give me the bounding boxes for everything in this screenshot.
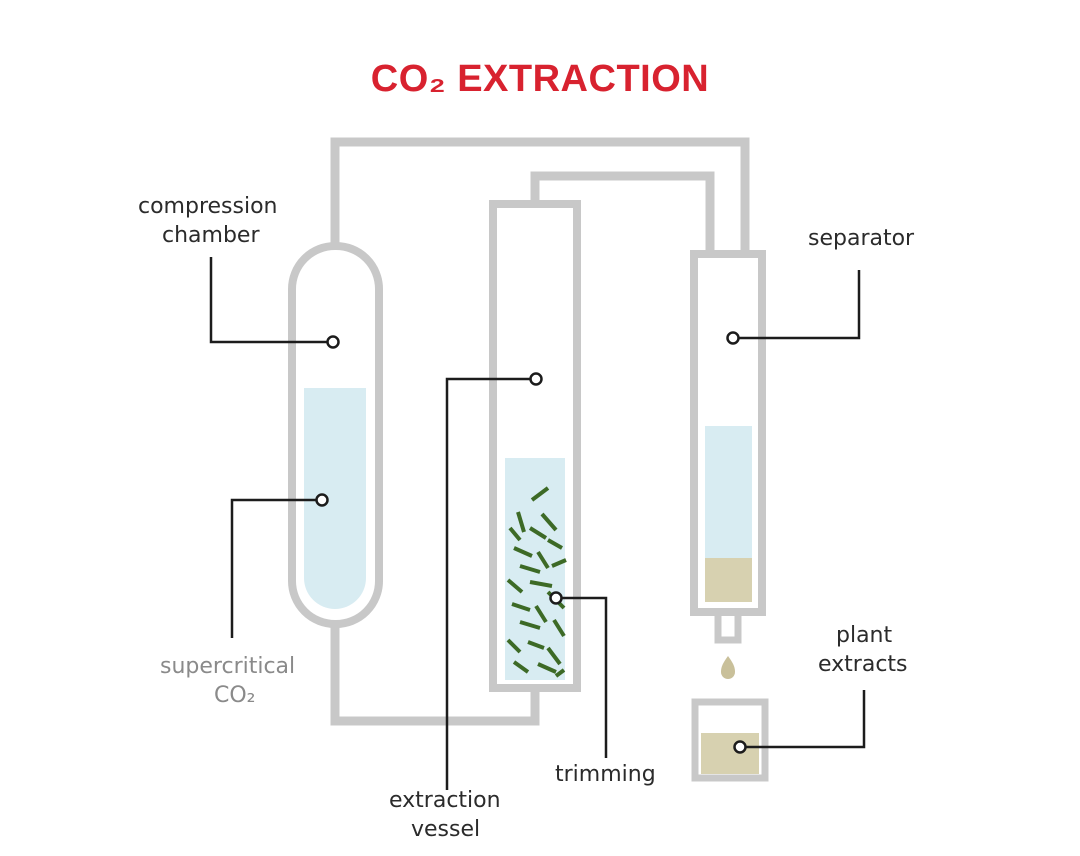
trimming-piece	[552, 618, 566, 638]
trimming-piece	[554, 668, 566, 678]
compression-chamber-label: compression chamber	[138, 194, 278, 248]
separator-label: separator	[808, 226, 915, 251]
trimming-piece	[508, 526, 522, 542]
trimming-piece	[540, 512, 558, 532]
extract-droplet	[721, 656, 735, 679]
plant-extracts-liquid	[701, 733, 759, 774]
top-return-pipe	[330, 137, 750, 252]
trimming-piece	[529, 580, 553, 588]
separator-leader	[733, 270, 861, 340]
extraction-vessel-leader	[445, 377, 536, 790]
separator-extract-layer	[705, 558, 752, 602]
trimming-piece	[534, 604, 548, 624]
supercritical-co2-marker	[315, 493, 329, 507]
trimming-piece	[506, 578, 524, 594]
diagram-title: CO₂ EXTRACTION	[370, 58, 710, 100]
trimming-piece	[547, 538, 563, 550]
trimming-piece	[506, 638, 522, 654]
bottom-pipe	[330, 624, 540, 726]
trimming-piece	[551, 558, 567, 568]
compression-chamber-marker	[326, 335, 340, 349]
trimming-piece	[537, 662, 557, 674]
supercritical-co2-leader	[230, 498, 322, 638]
trimming-piece	[530, 486, 550, 502]
trimming-label: trimming	[555, 762, 656, 787]
trimming-piece	[513, 546, 533, 558]
vessel-to-separator-pipe	[530, 171, 715, 252]
trimming-leader	[556, 596, 608, 758]
trimming-piece	[527, 640, 545, 650]
trimming-piece	[519, 564, 541, 574]
trimming-piece	[512, 660, 530, 674]
trimming-piece	[511, 602, 531, 612]
plant-extracts-leader	[740, 690, 866, 749]
compression-chamber-leader	[209, 257, 333, 344]
supercritical-co2-label: supercritical CO₂	[160, 654, 296, 708]
plant-extracts-marker	[733, 740, 747, 754]
supercritical-co2-liquid	[304, 388, 366, 609]
trimming-piece	[516, 511, 526, 533]
trimming-marker	[549, 591, 563, 605]
trimming-piece	[519, 620, 541, 630]
trimming-piece	[528, 526, 548, 540]
extraction-vessel-label: extraction vessel	[389, 788, 501, 842]
separator-marker	[726, 331, 740, 345]
trimming-piece	[536, 550, 550, 570]
separator-outlet-nozzle	[714, 612, 742, 644]
plant-extracts-label: plant extracts	[818, 623, 908, 677]
extraction-vessel-marker	[529, 372, 543, 386]
separator-liquid	[705, 426, 752, 558]
trimming-piece	[546, 646, 562, 666]
